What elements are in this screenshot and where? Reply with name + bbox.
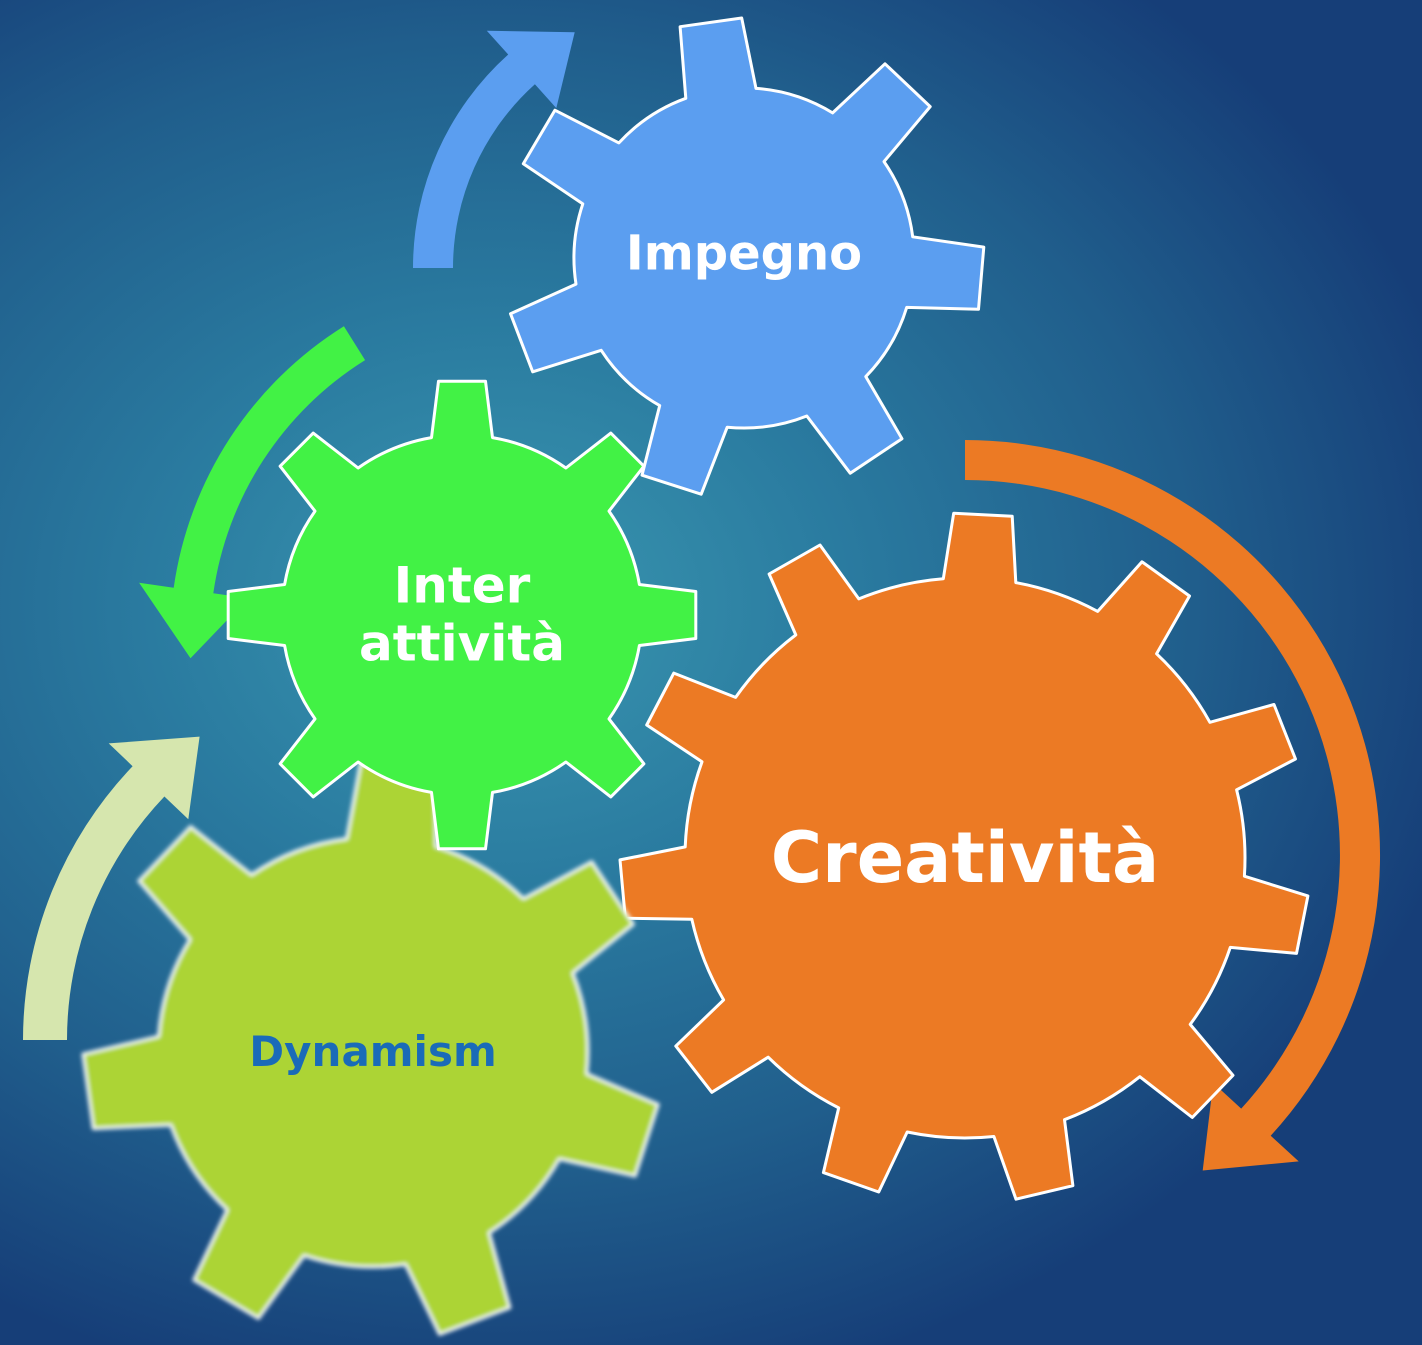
gear-interattivita [226,379,698,851]
gear-label-creativita: Creatività [770,816,1160,899]
arrows-layer [23,30,1381,1171]
gears-layer [81,16,1310,1336]
gear-label-impegno: Impegno [625,225,863,282]
gear-label-dynamism: Dynamism [249,1026,497,1076]
gear-creativita [618,511,1310,1201]
gear-impegno [509,16,986,496]
arrow-orange [965,440,1381,1171]
arrow-green [139,326,366,659]
arrow-blue [413,30,575,269]
gear-label-interattivita: Inter attività [358,556,566,673]
gear-label-line2: attività [358,614,566,672]
gear-dynamism [81,760,660,1336]
gear-label-line1: Inter [393,556,531,615]
arrow-pale [23,736,200,1040]
